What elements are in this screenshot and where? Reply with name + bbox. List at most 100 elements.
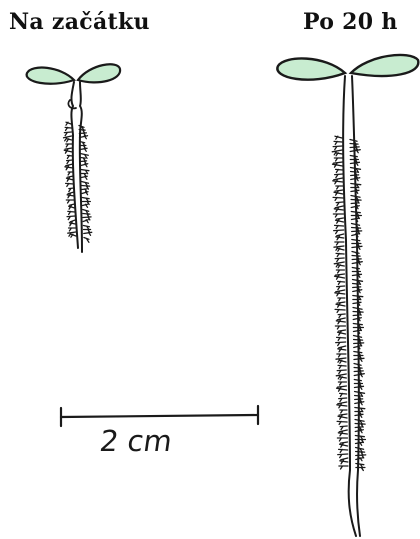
root-hair [340, 393, 347, 396]
root-hair [336, 304, 345, 307]
root-hair [82, 192, 88, 195]
cotyledon-left [277, 58, 345, 79]
root-hair [338, 382, 346, 385]
cotyledon-right [78, 64, 120, 82]
stem-outline-right [80, 82, 82, 252]
root-hair [71, 234, 76, 237]
root-hair [81, 164, 88, 167]
root-hair [352, 234, 359, 237]
root-hair [337, 248, 344, 251]
root-hair [66, 122, 71, 125]
root-hair [65, 127, 71, 130]
root-hair [337, 337, 346, 340]
cotyledon-left [27, 68, 74, 84]
root-hair [337, 370, 346, 374]
root-hair [69, 223, 75, 226]
root-hair [84, 238, 89, 243]
root-hair [64, 132, 71, 136]
root-hair [339, 466, 348, 469]
root-hair [339, 377, 346, 380]
root-hair [66, 200, 74, 203]
root-hair [336, 237, 344, 240]
root-hair [336, 169, 343, 172]
root-hair [333, 197, 343, 200]
root-hair [338, 416, 347, 419]
root-hair [337, 388, 347, 391]
root-hair [338, 349, 346, 352]
root-hair [335, 225, 344, 228]
root-hair [334, 230, 344, 234]
root-hair [338, 433, 347, 436]
root-hair [351, 218, 358, 221]
root-hair [339, 398, 347, 402]
root-hairs-start [64, 122, 92, 242]
root-hair [351, 203, 358, 206]
root-hair [83, 204, 88, 207]
root-hair [81, 176, 87, 179]
root-hair [333, 146, 342, 150]
root-hair [67, 139, 72, 142]
root-hair [66, 183, 74, 186]
root-hair [67, 195, 74, 198]
root-hair [333, 181, 343, 184]
root-hair [335, 258, 344, 262]
root-hair [340, 426, 347, 430]
root-hair [338, 332, 346, 335]
root-hair [80, 148, 87, 151]
root-hair [336, 186, 343, 189]
root-hair [340, 444, 348, 447]
root-hair [337, 265, 344, 268]
root-hair [338, 281, 345, 284]
root-hair [337, 286, 345, 290]
root-hair [336, 321, 345, 324]
root-hair [334, 192, 343, 195]
root-hair [336, 202, 343, 206]
root-hair [66, 178, 73, 181]
root-hair [83, 220, 88, 223]
root-hair [69, 206, 75, 209]
scale-bar-label: 2 cm [98, 424, 175, 458]
root-hair [338, 454, 348, 458]
root-hair [336, 220, 344, 223]
root-hair [67, 155, 72, 158]
root-hair [68, 211, 75, 214]
root-hair [333, 164, 343, 167]
root-hair [335, 326, 345, 329]
root-hair [335, 293, 345, 296]
root-hair [335, 309, 345, 312]
root-hair [340, 461, 348, 464]
root-hair [69, 188, 74, 192]
cotyledon-right [351, 55, 418, 76]
root-hair [337, 438, 347, 441]
root-hair [338, 314, 345, 318]
root-hair [340, 410, 347, 413]
root-hair [354, 346, 361, 349]
root-hair [69, 228, 76, 231]
root-hair [337, 421, 347, 424]
root-hair [335, 136, 342, 139]
seedling-start [27, 64, 121, 252]
root-hair [336, 270, 344, 273]
root-hair [68, 172, 73, 175]
scale-bar [61, 406, 258, 426]
root-hair [84, 232, 92, 235]
root-hair [335, 174, 343, 178]
root-hair [67, 216, 75, 220]
root-hair [334, 209, 343, 212]
root-hair [338, 298, 345, 301]
root-hair [339, 360, 346, 363]
root-hair [353, 315, 360, 318]
root-hair [339, 449, 348, 452]
root-hair [353, 330, 360, 333]
root-hair [336, 253, 344, 256]
root-hair [334, 158, 342, 161]
root-hair [353, 287, 361, 290]
root-hair [67, 160, 73, 164]
root-hair [333, 214, 343, 217]
root-hair [335, 153, 342, 156]
root-hair [335, 242, 344, 245]
root-hair [338, 365, 346, 368]
seedling-after [277, 55, 418, 536]
root-hair [336, 342, 346, 346]
root-hair [335, 276, 345, 279]
